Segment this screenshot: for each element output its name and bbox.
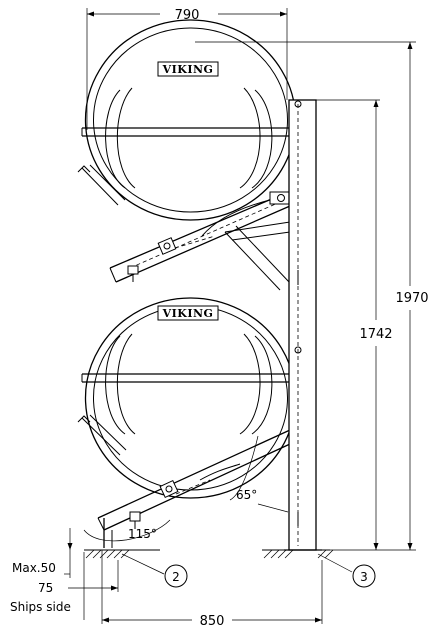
upper-cradle-arm — [77, 164, 293, 291]
lower-cradle-base — [77, 414, 291, 548]
callout-3-label: 3 — [360, 570, 368, 584]
angle-115-label: 115° — [128, 527, 157, 541]
dimension-850-label: 850 — [200, 614, 225, 627]
callout-2: 2 — [121, 553, 188, 588]
dimension-75: 75 — [38, 560, 119, 595]
dimension-75-label: 75 — [38, 581, 53, 595]
dimension-max50: Max.50 — [12, 528, 73, 578]
callout-2-label: 2 — [172, 570, 180, 584]
lower-brand-label: VIKING — [162, 307, 214, 320]
dimension-1742: 1742 — [316, 99, 393, 550]
ships-side-label: Ships side — [10, 600, 71, 614]
dimension-1970-label: 1970 — [395, 291, 428, 306]
dimension-1742-label: 1742 — [359, 327, 392, 342]
upper-brand-label: VIKING — [162, 63, 214, 76]
dimension-790: 790 — [86, 8, 288, 130]
dimension-max50-label: Max.50 — [12, 561, 56, 575]
lower-liferaft-container: VIKING — [81, 297, 298, 499]
angle-65-label: 65° — [236, 488, 257, 502]
dimension-850: 850 — [101, 550, 323, 629]
ships-side: Ships side — [10, 552, 85, 620]
dimension-1970: 1970 — [195, 41, 429, 551]
callout-3: 3 — [317, 553, 376, 588]
upper-liferaft-container: VIKING — [81, 19, 298, 221]
angle-115: 115° — [83, 519, 171, 542]
vertical-post — [284, 99, 322, 551]
deck-hatching — [84, 549, 334, 559]
angle-65: 65° — [229, 435, 289, 513]
dimension-790-label: 790 — [175, 8, 200, 23]
